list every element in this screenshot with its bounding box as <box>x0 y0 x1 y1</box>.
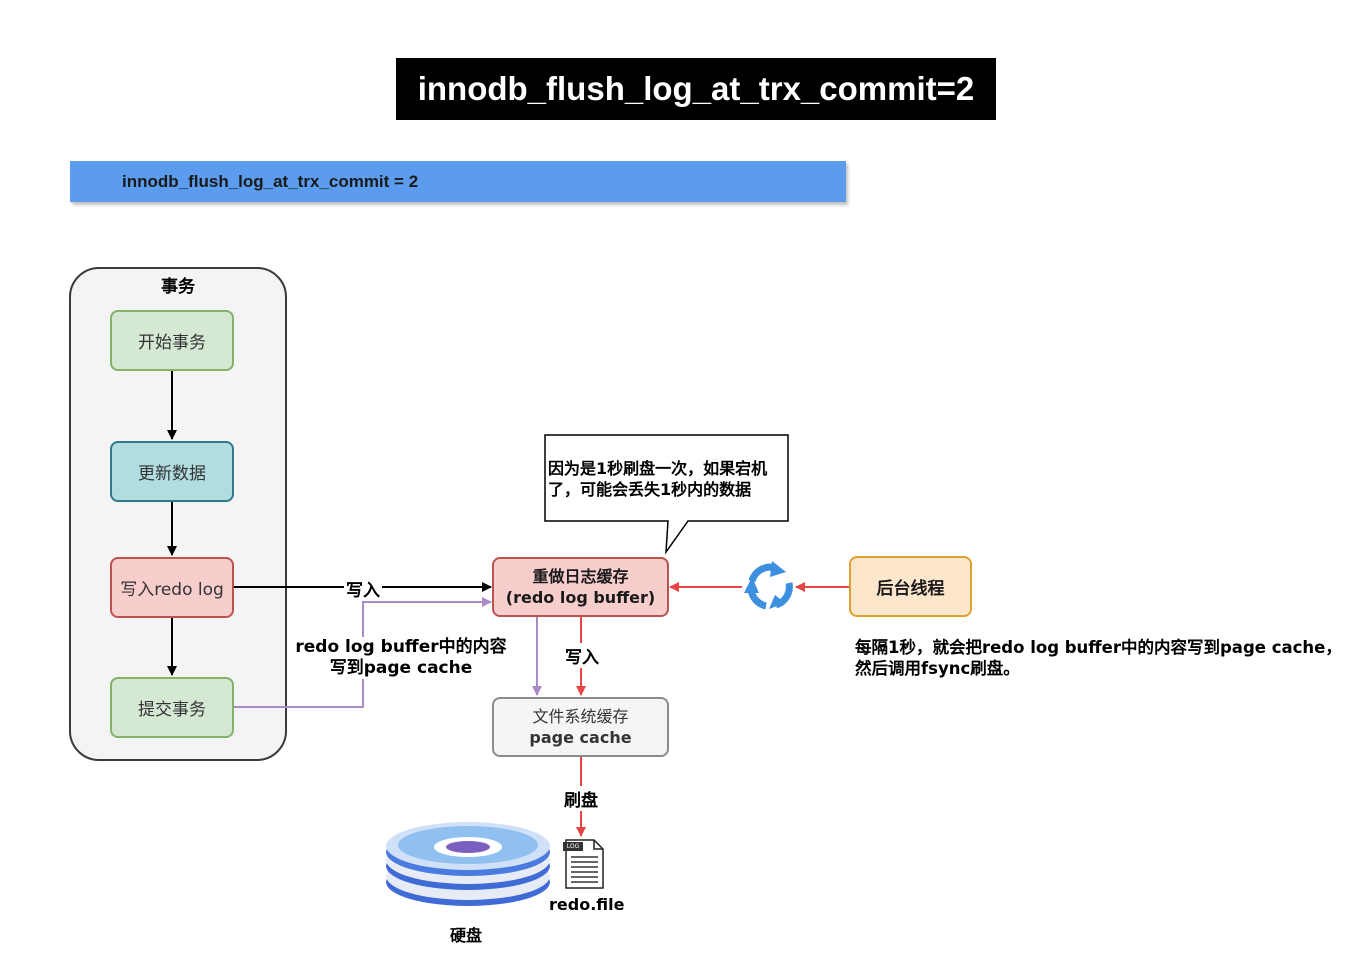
sync-icon <box>744 561 793 610</box>
callout-text: 因为是1秒刷盘一次，如果宕机 了，可能会丢失1秒内的数据 <box>548 458 788 500</box>
callout-line1: 因为是1秒刷盘一次，如果宕机 <box>548 459 768 478</box>
redo-buffer-line2: (redo log buffer) <box>505 588 656 607</box>
redo-file-label: redo.file <box>549 895 625 914</box>
label-write-in-1: 写入 <box>344 576 382 601</box>
config-banner: innodb_flush_log_at_trx_commit = 2 <box>70 161 846 202</box>
file-tag: LOG <box>566 843 580 850</box>
background-note-line2: 然后调用fsync刷盘。 <box>855 659 1020 678</box>
disk-icon <box>386 822 550 906</box>
transaction-group-label: 事务 <box>161 277 195 297</box>
background-note-line1: 每隔1秒，就会把redo log buffer中的内容写到page cache， <box>855 638 1342 657</box>
page-cache-line2: page cache <box>529 728 632 747</box>
redo-log-buffer-box: 重做日志缓存 (redo log buffer) <box>492 557 669 617</box>
commit-note-line2: 写到page cache <box>329 658 473 678</box>
commit-note: redo log buffer中的内容 写到page cache <box>291 637 511 679</box>
commit-note-line1: redo log buffer中的内容 <box>295 637 507 657</box>
background-thread-box: 后台线程 <box>849 556 972 617</box>
step-begin-transaction: 开始事务 <box>110 310 234 371</box>
page-cache-box: 文件系统缓存 page cache <box>492 697 669 757</box>
page-title: innodb_flush_log_at_trx_commit=2 <box>396 58 996 120</box>
page-cache-line1: 文件系统缓存 <box>532 707 629 726</box>
redo-buffer-line1: 重做日志缓存 <box>532 567 629 586</box>
step-write-redo-log: 写入redo log <box>110 557 234 618</box>
label-write-in-2: 写入 <box>563 643 601 668</box>
step-update-data: 更新数据 <box>110 441 234 502</box>
callout-line2: 了，可能会丢失1秒内的数据 <box>548 480 752 499</box>
step-commit-transaction: 提交事务 <box>110 677 234 738</box>
callout-bubble <box>544 434 789 555</box>
background-note: 每隔1秒，就会把redo log buffer中的内容写到page cache，… <box>855 637 1350 679</box>
file-icon <box>563 839 604 889</box>
disk-label: 硬盘 <box>450 926 483 945</box>
label-flush: 刷盘 <box>562 786 600 811</box>
